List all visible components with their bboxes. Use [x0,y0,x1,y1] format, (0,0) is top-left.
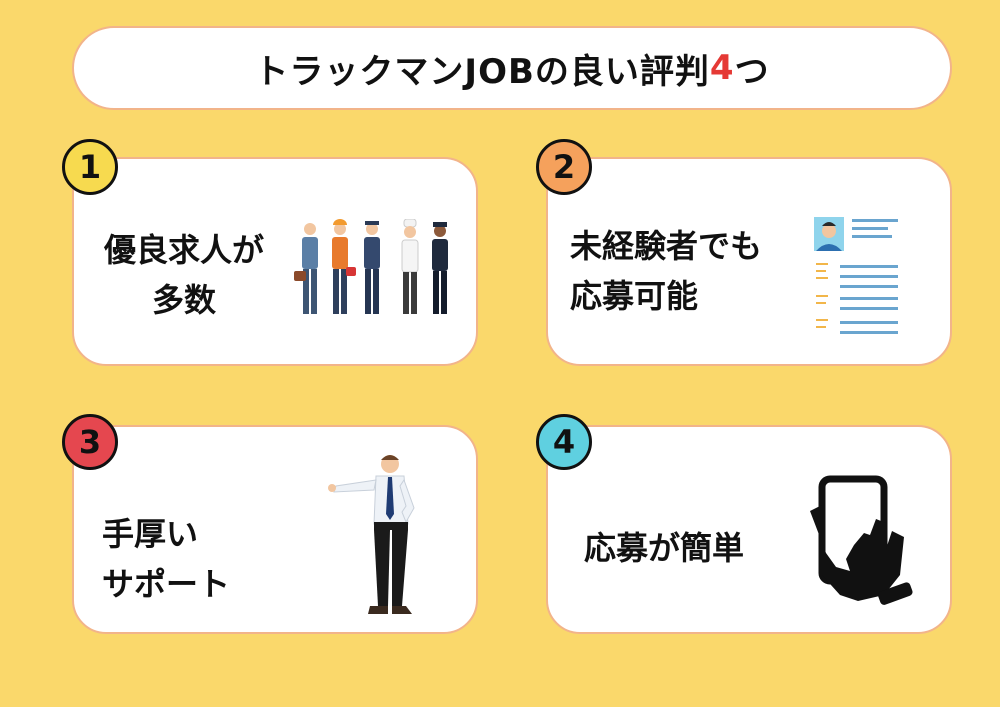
card-3-line1: 手厚い [102,515,199,553]
card-2: 未経験者でも 応募可能 [546,157,952,366]
card-1-line2: 多数 [152,281,217,319]
badge-4-number: 4 [552,423,576,461]
badge-3: 3 [62,414,118,470]
smartphone-hand-icon [810,475,913,605]
badge-1-number: 1 [78,148,102,186]
badge-3-number: 3 [78,423,102,461]
badge-2-number: 2 [552,148,576,186]
card-3: 手厚い サポート [72,425,478,634]
card-4: 応募が簡単 [546,425,952,634]
card-1-text: 優良求人が 多数 [104,225,264,325]
title-prefix: トラックマンJOBの良い評判 [254,51,710,92]
title-suffix: つ [734,51,770,92]
card-4-line1: 応募が簡単 [584,529,745,567]
card-4-text: 応募が簡単 [584,523,744,573]
title-number: 4 [709,48,735,88]
card-2-line2: 応募可能 [570,277,699,315]
card-2-line1: 未経験者でも [570,227,763,265]
badge-2: 2 [536,139,592,195]
card-1: 優良求人が 多数 [72,157,478,366]
workers-group-illustration [294,219,448,314]
card-3-text: 手厚い サポート [102,509,230,609]
card-1-line1: 優良求人が [104,231,265,269]
resume-document-illustration [812,215,908,345]
badge-4: 4 [536,414,592,470]
card-2-text: 未経験者でも 応募可能 [570,221,762,321]
badge-1: 1 [62,139,118,195]
presenting-businessman-illustration [328,455,415,614]
card-3-line2: サポート [102,565,231,603]
